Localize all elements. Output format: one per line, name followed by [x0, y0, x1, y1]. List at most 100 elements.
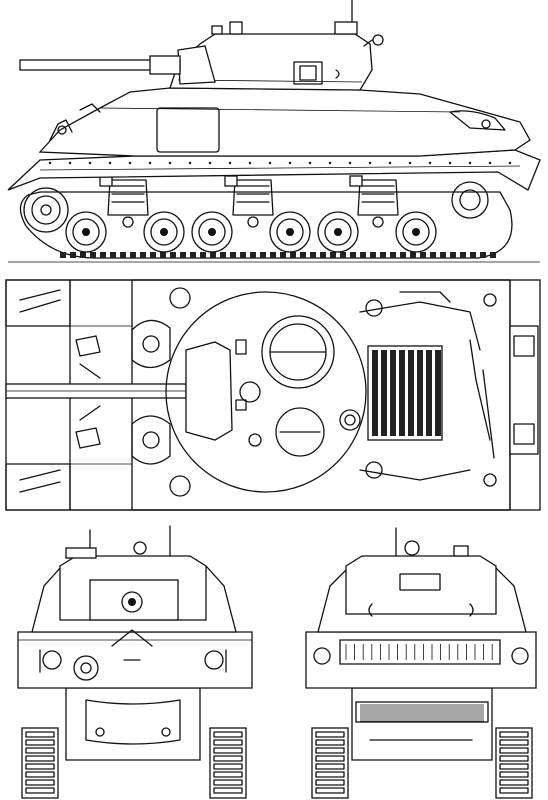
grille-bar	[426, 350, 432, 436]
drive-sprocket	[23, 187, 69, 233]
engine-deck	[449, 110, 506, 131]
track-link	[320, 252, 326, 258]
gun-sleeve	[149, 55, 181, 75]
track-block	[213, 739, 243, 746]
track-link	[220, 252, 226, 258]
fender-rivet	[388, 161, 392, 165]
fender-rivets	[48, 161, 512, 165]
track-block	[25, 755, 55, 762]
fender-rivet	[108, 161, 112, 165]
track-link	[130, 252, 136, 258]
track-block	[213, 771, 243, 778]
track-link	[380, 252, 386, 258]
rear-right-light	[511, 647, 529, 665]
fender-rivet	[248, 161, 252, 165]
road-wheel-axle	[208, 228, 216, 236]
bow-machine-gun	[73, 655, 99, 681]
fender-rivet	[488, 161, 492, 165]
track-link	[200, 252, 206, 258]
track-block	[315, 755, 345, 762]
top-view	[5, 279, 541, 511]
fender-rivet	[48, 161, 52, 165]
track-block	[213, 755, 243, 762]
track-block	[25, 779, 55, 786]
track-block	[315, 771, 345, 778]
road-wheel-hub	[72, 218, 100, 246]
track-link	[170, 252, 176, 258]
track-link	[400, 252, 406, 258]
track-link	[340, 252, 346, 258]
idler-wheel	[451, 181, 489, 219]
engine-grille-bars	[372, 350, 441, 436]
fender-rivet	[408, 161, 412, 165]
track-link	[60, 252, 66, 258]
front-tow-hook	[49, 119, 73, 141]
grille-bar	[372, 350, 378, 436]
fender-rivet	[468, 161, 472, 165]
turret-ring	[165, 291, 367, 493]
road-wheel-axle	[286, 228, 294, 236]
road-wheel-hub	[324, 218, 352, 246]
track-link	[390, 252, 396, 258]
road-wheel-axle	[82, 228, 90, 236]
track-link	[360, 252, 366, 258]
track-block	[315, 763, 345, 770]
track-block	[315, 731, 345, 738]
grille-bar	[435, 350, 441, 436]
exhaust-slats	[360, 704, 484, 722]
road-wheel-axle	[334, 228, 342, 236]
fender-rivet	[228, 161, 232, 165]
track-block	[499, 787, 529, 794]
track-block	[499, 731, 529, 738]
grille-bar	[399, 350, 405, 436]
fender	[7, 149, 541, 191]
rear-cupola	[404, 540, 420, 556]
track-link	[150, 252, 156, 258]
commander-hatch	[261, 315, 335, 389]
loader-hatch	[275, 407, 325, 457]
track-block	[213, 747, 243, 754]
road-wheel-axle	[412, 228, 420, 236]
fender-rivet	[208, 161, 212, 165]
fender-rivet	[288, 161, 292, 165]
rear-track-blocks	[315, 731, 529, 794]
rear-left-light	[313, 647, 331, 665]
fender-rivet	[188, 161, 192, 165]
track-link	[80, 252, 86, 258]
track-link	[410, 252, 416, 258]
fender-rivet	[348, 161, 352, 165]
track-link	[480, 252, 486, 258]
fender-rivet	[368, 161, 372, 165]
rear-stowage	[509, 325, 539, 455]
track-block	[213, 779, 243, 786]
fender-rivet	[128, 161, 132, 165]
fender-rivet	[448, 161, 452, 165]
track-link	[450, 252, 456, 258]
road-wheel-hub	[198, 218, 226, 246]
track-link	[140, 252, 146, 258]
engine-deck-fittings	[365, 291, 497, 487]
turret-bustle-box	[399, 573, 441, 591]
track-block	[213, 787, 243, 794]
commander-cupola	[334, 21, 358, 35]
track-block	[25, 739, 55, 746]
track-link	[310, 252, 316, 258]
transmission-cover	[85, 699, 181, 745]
track-block	[25, 747, 55, 754]
track-block	[499, 755, 529, 762]
track-block	[315, 747, 345, 754]
track-block	[499, 763, 529, 770]
fender-rivet	[168, 161, 172, 165]
grille-bar	[417, 350, 423, 436]
vent-cap	[239, 381, 261, 403]
driver-hatch	[131, 319, 171, 369]
track-link	[280, 252, 286, 258]
front-gun-muzzle	[121, 591, 143, 613]
road-wheel-axle	[160, 228, 168, 236]
track-block	[213, 731, 243, 738]
track-link	[300, 252, 306, 258]
fender-rivet	[308, 161, 312, 165]
front-track-blocks	[25, 731, 243, 794]
track-block	[499, 739, 529, 746]
co-driver-hatch	[131, 415, 171, 465]
